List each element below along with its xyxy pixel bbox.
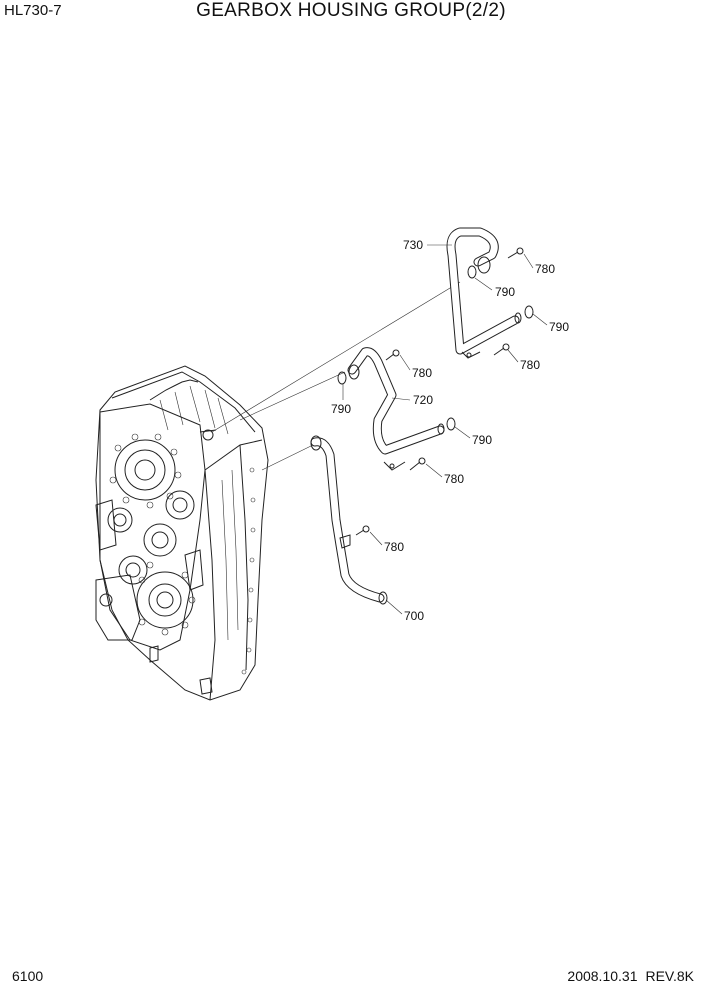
callout-780: 780 [520, 358, 540, 372]
pipe-720 [347, 347, 445, 471]
callout-780: 780 [535, 262, 555, 276]
callout-790: 790 [472, 433, 492, 447]
callout-700: 700 [404, 609, 424, 623]
callout-780: 780 [444, 472, 464, 486]
callout-790: 790 [549, 320, 569, 334]
pipe-700 [310, 435, 388, 605]
callout-790: 790 [331, 402, 351, 416]
callout-790: 790 [495, 285, 515, 299]
callout-720: 720 [413, 393, 433, 407]
model-code: HL730-7 [4, 2, 62, 19]
alignment-lines [211, 281, 461, 471]
callout-labels: 730 780 790 790 780 780 790 720 790 780 … [331, 238, 569, 623]
revision-info: 2008.10.31 REV.8K [567, 968, 694, 984]
pipe-730 [446, 227, 522, 359]
revision-date: 2008.10.31 [567, 968, 638, 984]
gearbox-housing [95, 365, 269, 701]
callout-780: 780 [384, 540, 404, 554]
page-title: GEARBOX HOUSING GROUP(2/2) [196, 0, 506, 21]
callout-780: 780 [412, 366, 432, 380]
revision-code: REV.8K [645, 968, 694, 984]
page-number: 6100 [12, 968, 44, 984]
o-rings-790 [337, 265, 534, 431]
callout-730: 730 [403, 238, 423, 252]
bolts-780 [355, 247, 524, 536]
leader-lines [342, 244, 548, 615]
